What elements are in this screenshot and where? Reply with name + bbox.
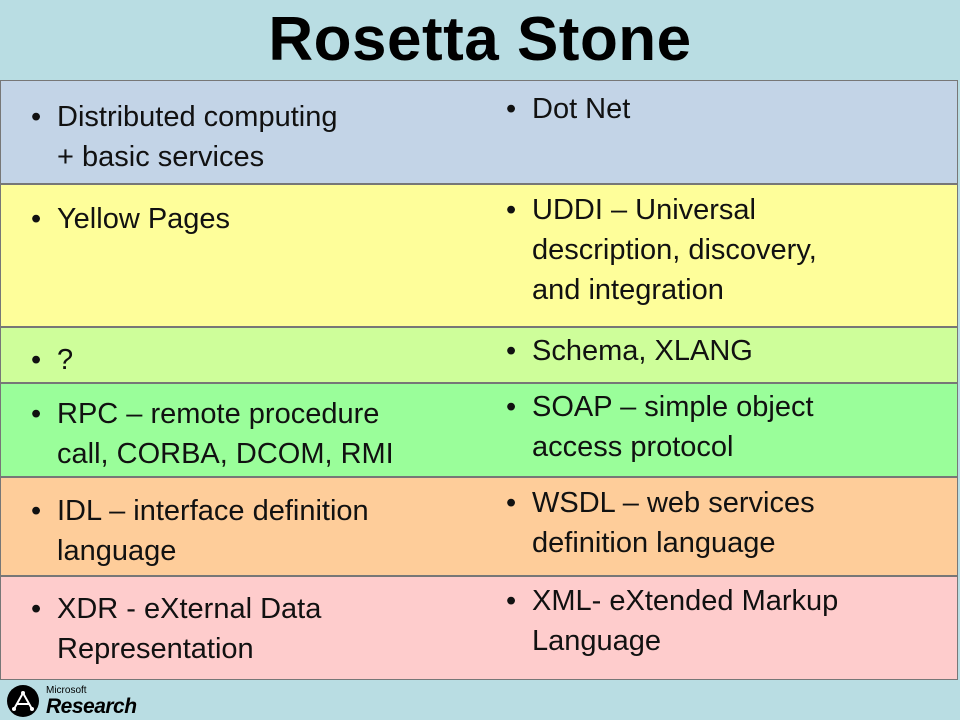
- left-text: RPC – remote procedure call, CORBA, DCOM…: [57, 394, 471, 474]
- table-row: • IDL – interface definition language • …: [0, 477, 958, 576]
- bullet: •: [31, 398, 42, 430]
- right-text: Schema, XLANG: [532, 331, 956, 371]
- text-line: ?: [57, 344, 74, 376]
- logo-small-text: Microsoft: [46, 685, 87, 696]
- text-line: definition language: [532, 527, 776, 559]
- right-text: SOAP – simple object access protocol: [532, 387, 956, 467]
- text-line: access protocol: [532, 431, 734, 463]
- text-line: Schema, XLANG: [532, 335, 753, 367]
- table-row: • ? • Schema, XLANG: [0, 327, 958, 383]
- text-line: RPC – remote procedure: [57, 398, 380, 430]
- bullet: •: [506, 391, 517, 423]
- text-line: UDDI – Universal: [532, 194, 756, 226]
- right-text: WSDL – web services definition language: [532, 483, 956, 563]
- text-line: language: [57, 535, 177, 567]
- text-line: + basic services: [57, 141, 265, 173]
- slide-title: Rosetta Stone: [268, 5, 692, 74]
- left-text: ?: [57, 340, 471, 380]
- text-line: Dot Net: [532, 93, 631, 125]
- text-line: Yellow Pages: [57, 203, 231, 235]
- text-line: description, discovery,: [532, 234, 817, 266]
- bullet: •: [31, 495, 42, 527]
- table-row: • RPC – remote procedure call, CORBA, DC…: [0, 383, 958, 477]
- table-row: • XDR - eXternal Data Representation • X…: [0, 576, 958, 680]
- left-text: Yellow Pages: [57, 199, 471, 239]
- bullet: •: [31, 593, 42, 625]
- text-line: and integration: [532, 274, 724, 306]
- right-text: Dot Net: [532, 89, 956, 129]
- left-text: XDR - eXternal Data Representation: [57, 589, 471, 669]
- microsoft-research-logo-icon: [7, 685, 39, 717]
- right-text: UDDI – Universal description, discovery,…: [532, 190, 956, 310]
- bullet: •: [506, 335, 517, 367]
- bullet: •: [31, 344, 42, 376]
- table-row: • Distributed computing + basic services…: [0, 80, 958, 184]
- bullet: •: [506, 93, 517, 125]
- text-line: WSDL – web services: [532, 487, 815, 519]
- bullet: •: [506, 194, 517, 226]
- left-text: Distributed computing + basic services: [57, 97, 471, 177]
- text-line: IDL – interface definition: [57, 495, 369, 527]
- right-text: XML- eXtended Markup Language: [532, 581, 956, 661]
- logo-big-text: Research: [46, 695, 137, 718]
- bullet: •: [506, 487, 517, 519]
- left-text: IDL – interface definition language: [57, 491, 471, 571]
- bullet: •: [31, 203, 42, 235]
- text-line: Language: [532, 625, 662, 657]
- bullet: •: [506, 585, 517, 617]
- comparison-table: • Distributed computing + basic services…: [0, 80, 960, 680]
- table-row: • Yellow Pages • UDDI – Universal descri…: [0, 184, 958, 327]
- text-line: XML- eXtended Markup: [532, 585, 839, 617]
- text-line: SOAP – simple object: [532, 391, 814, 423]
- text-line: call, CORBA, DCOM, RMI: [57, 438, 394, 470]
- text-line: Distributed computing: [57, 101, 338, 133]
- bullet: •: [31, 101, 42, 133]
- text-line: XDR - eXternal Data: [57, 593, 322, 625]
- microsoft-research-logo: Microsoft Research: [6, 684, 156, 718]
- text-line: Representation: [57, 633, 254, 665]
